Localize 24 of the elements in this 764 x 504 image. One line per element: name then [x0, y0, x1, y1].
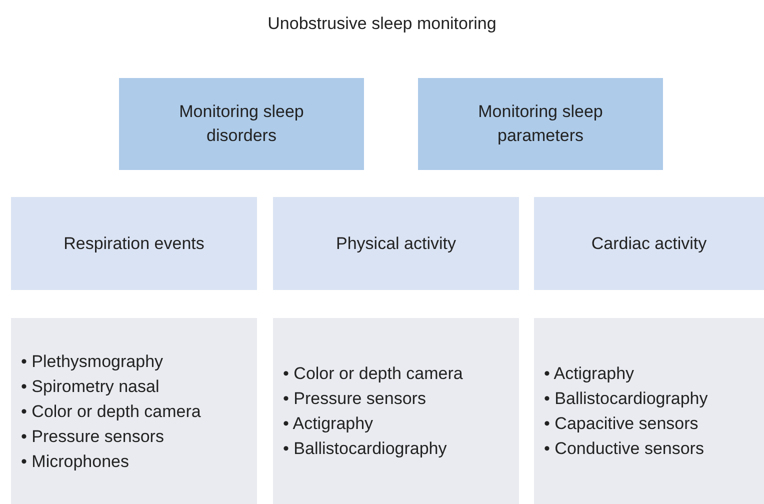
category-box: [273, 197, 519, 290]
box-label: Cardiac activity: [590, 232, 708, 254]
box-label: Monitoring sleep disorders: [178, 101, 305, 147]
bullet-item: • Ballistocardiography: [544, 388, 708, 410]
category-box: [11, 197, 257, 290]
category-box: [119, 78, 364, 170]
bullet-item: • Actigraphy: [544, 363, 636, 385]
bullet-item: • Pressure sensors: [21, 426, 165, 448]
category-box: [418, 78, 663, 170]
category-box: [534, 197, 764, 290]
bullet-item: • Pressure sensors: [283, 388, 427, 410]
bullet-item: • Capacitive sensors: [544, 413, 700, 435]
bullet-item: • Color or depth camera: [283, 363, 463, 385]
box-label: Monitoring sleep parameters: [477, 101, 604, 147]
bullet-item: • Color or depth camera: [21, 400, 201, 422]
box-label: Respiration events: [62, 232, 206, 254]
bullet-item: • Ballistocardiography: [283, 438, 448, 460]
diagram-title: Unobstrusive sleep monitoring: [266, 14, 498, 34]
box-label: Physical activity: [335, 232, 457, 254]
bullet-item: • Plethysmography: [21, 350, 164, 372]
bullet-item: • Actigraphy: [283, 413, 374, 435]
bullet-item: • Conductive sensors: [544, 438, 705, 460]
bullet-item: • Microphones: [21, 450, 130, 472]
bullet-item: • Spirometry nasal: [21, 376, 160, 398]
